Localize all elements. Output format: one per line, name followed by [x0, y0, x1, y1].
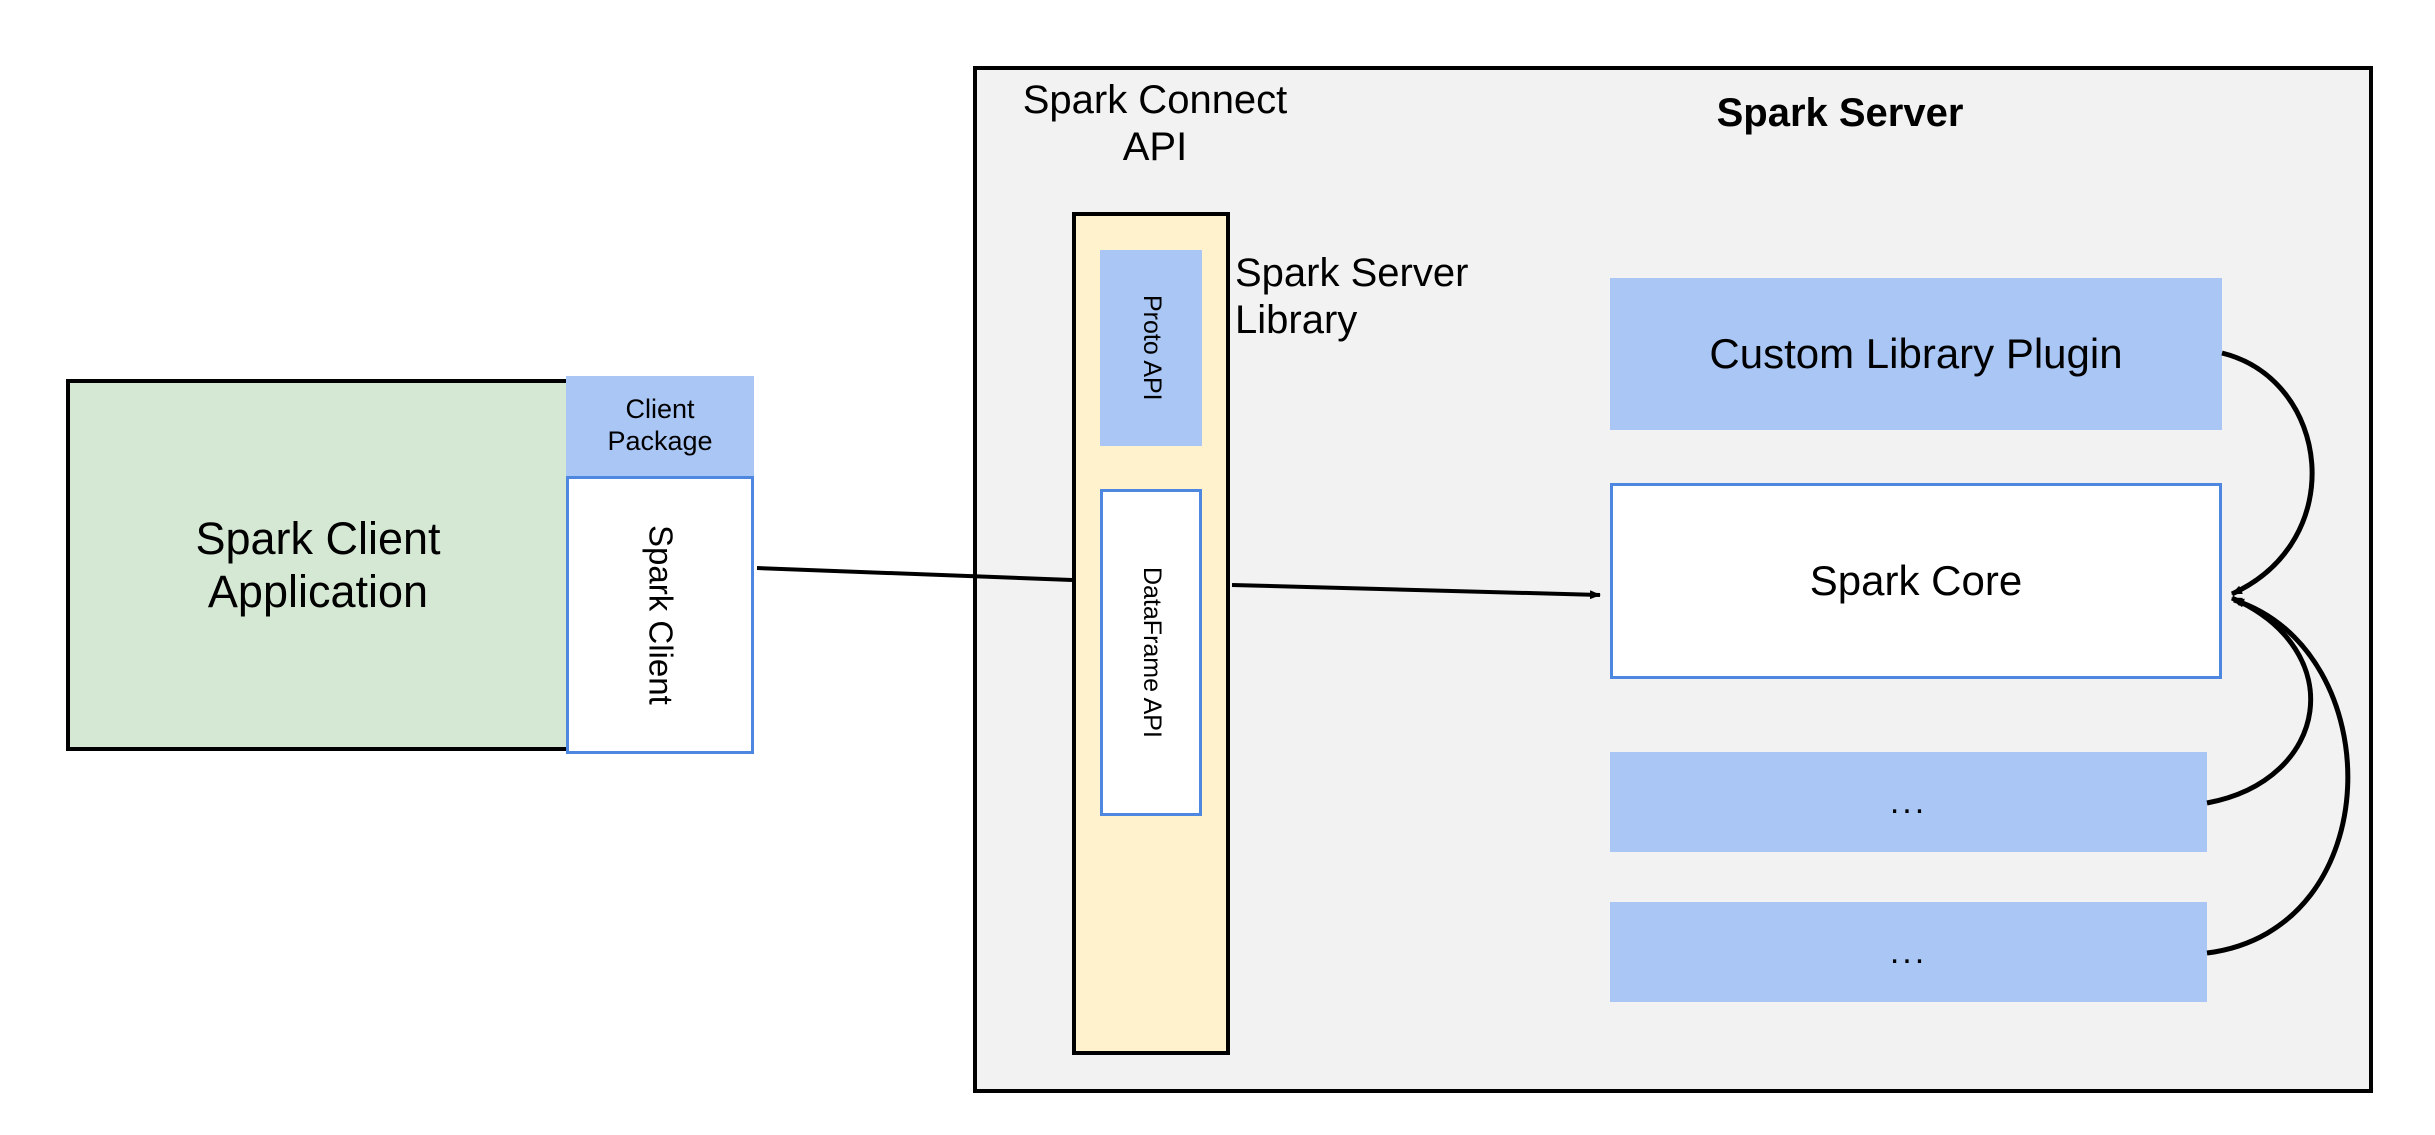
spark-client-application-box[interactable]: Spark Client Application	[66, 379, 570, 751]
spark-client-label: Spark Client	[642, 525, 680, 705]
ellipsis-label-1: ...	[1889, 782, 1928, 821]
custom-library-plugin-label: Custom Library Plugin	[1709, 330, 2123, 378]
proto-api-box[interactable]: Proto API	[1100, 250, 1202, 446]
spark-server-library-label: Spark Server Library	[1235, 251, 1469, 343]
client-package-label: Client Package	[607, 394, 713, 456]
spark-core-label: Spark Core	[1809, 557, 2023, 605]
ellipsis-box-2[interactable]: ...	[1610, 902, 2207, 1002]
proto-api-label: Proto API	[1137, 295, 1166, 401]
spark-server-title: Spark Server	[1716, 91, 1964, 135]
spark-connect-api-label: Spark Connect API	[1022, 78, 1288, 170]
client-package-box[interactable]: Client Package	[566, 376, 754, 476]
spark-client-box[interactable]: Spark Client	[566, 476, 754, 754]
spark-core-box[interactable]: Spark Core	[1610, 483, 2222, 679]
ellipsis-label-2: ...	[1889, 932, 1928, 971]
dataframe-api-label: DataFrame API	[1137, 567, 1166, 738]
dataframe-api-box[interactable]: DataFrame API	[1100, 489, 1202, 816]
spark-client-application-label: Spark Client Application	[195, 512, 441, 617]
custom-library-plugin-box[interactable]: Custom Library Plugin	[1610, 278, 2222, 430]
ellipsis-box-1[interactable]: ...	[1610, 752, 2207, 852]
